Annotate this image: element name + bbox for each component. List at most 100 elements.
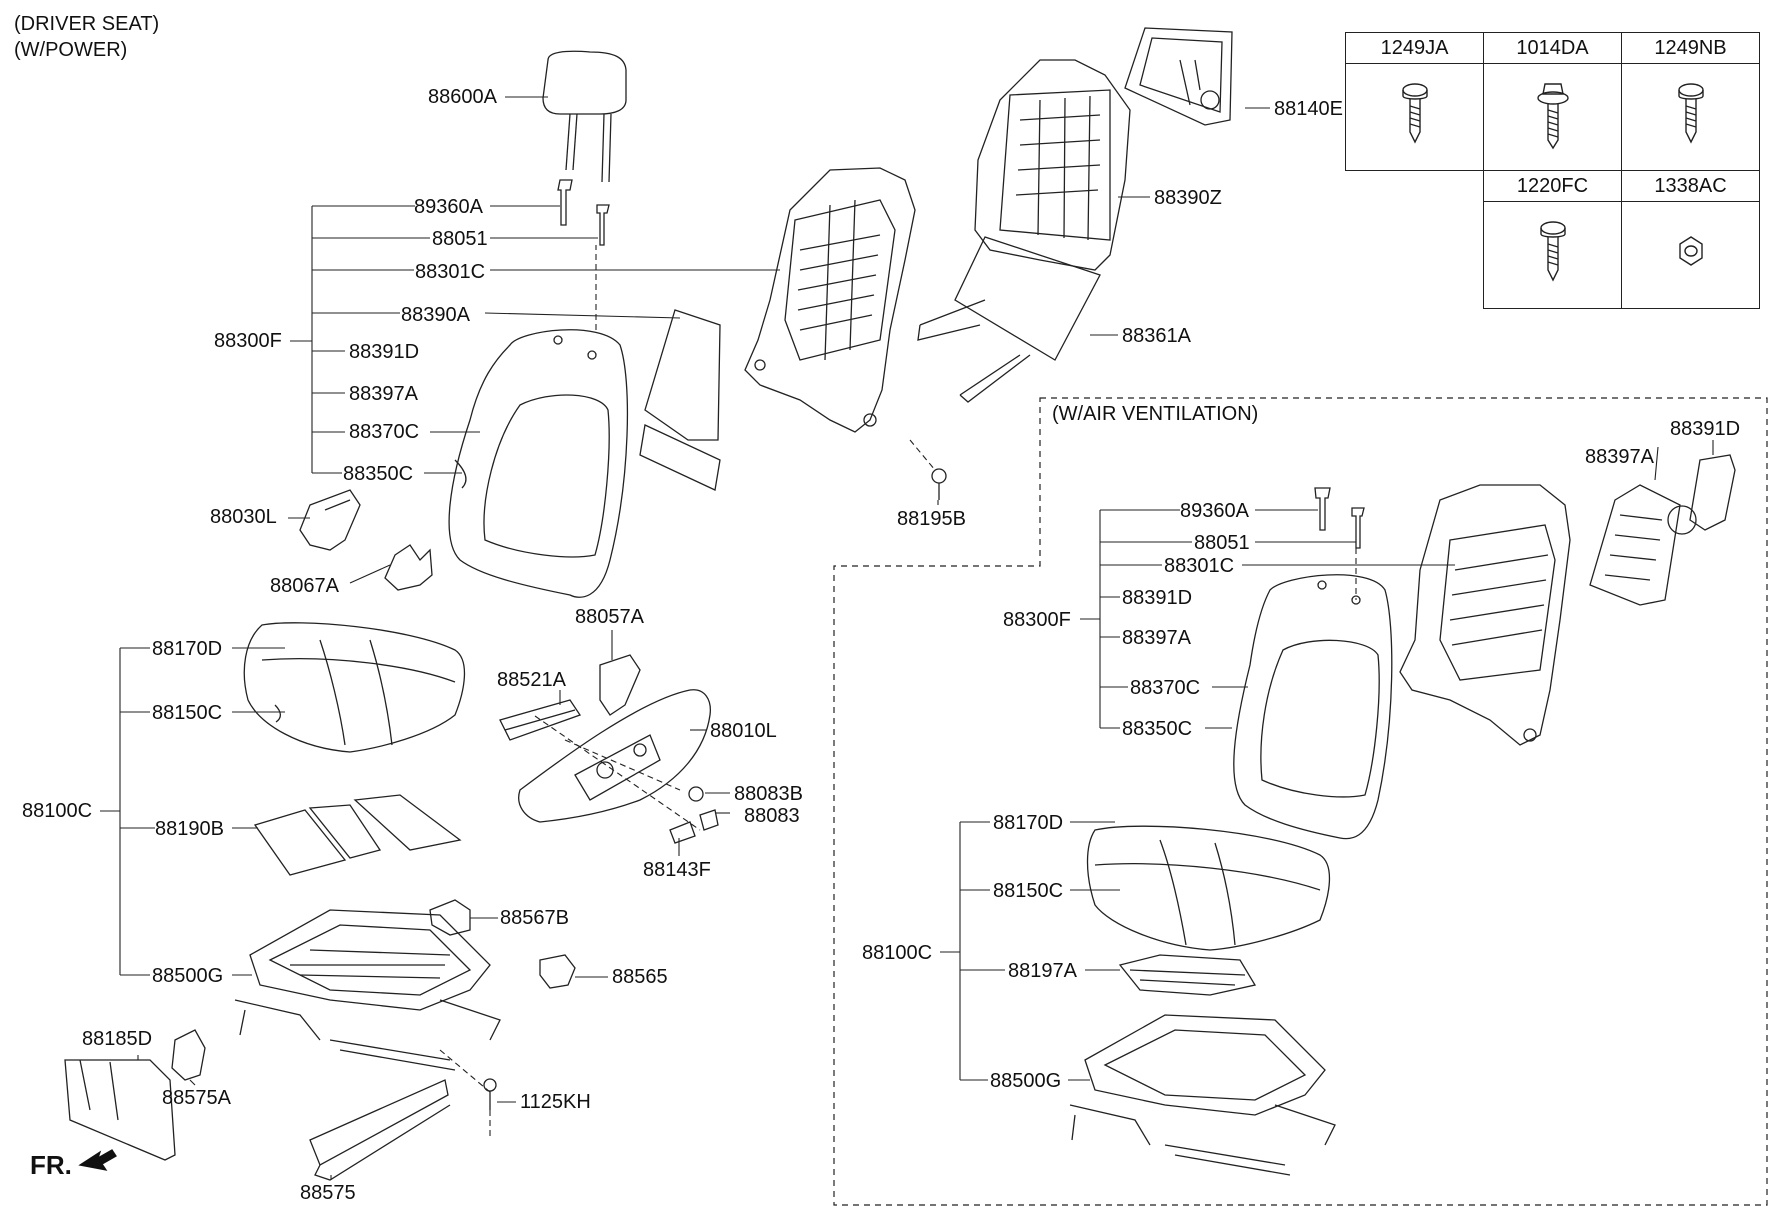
hinge-cover-part — [171, 1029, 206, 1081]
part-label: 88170D — [993, 812, 1064, 834]
headrest-part — [542, 50, 627, 183]
part-label: 88575A — [162, 1087, 231, 1109]
cover-clip-part — [429, 899, 576, 989]
part-label: 88370C — [349, 421, 420, 443]
fastener-code: 1014DA — [1483, 32, 1622, 64]
track-cover-part — [309, 1079, 451, 1181]
part-label: 88185D — [82, 1028, 153, 1050]
part-label: 88391D — [1122, 587, 1193, 609]
part-label: 88150C — [993, 880, 1064, 902]
side-shield-part — [518, 689, 711, 823]
screw-flanged-icon — [1677, 83, 1704, 144]
part-label: 88300F — [1003, 609, 1071, 631]
part-label: 88391D — [349, 341, 420, 363]
seatback-rear-cover-part — [974, 59, 1131, 271]
fastener-code: 1338AC — [1621, 170, 1760, 202]
headrest-guide-part — [557, 179, 610, 246]
part-label: 88567B — [500, 907, 569, 929]
leader-lines — [100, 96, 1270, 1180]
bolt-washer-icon — [1536, 83, 1569, 150]
bracket-part — [384, 544, 433, 591]
part-label: 88140E — [1274, 98, 1343, 120]
vent-pad-part — [1589, 484, 1681, 606]
part-label: 88057A — [575, 606, 644, 628]
part-label: 88300F — [214, 330, 282, 352]
seat-cushion-part — [243, 622, 466, 753]
seatback-cushion-part — [448, 329, 629, 598]
part-label: 88030L — [210, 506, 277, 528]
vent-fan-part — [1667, 454, 1736, 535]
fastener-cell — [1483, 201, 1622, 309]
table-blank-cell — [1346, 202, 1484, 309]
part-label: 88170D — [152, 638, 223, 660]
part-label: 88390Z — [1154, 187, 1222, 209]
vent-seatback-frame-part — [1399, 484, 1571, 746]
front-marker: FR. — [30, 1150, 72, 1180]
fastener-cell — [1345, 63, 1484, 171]
fastener-code: 1249JA — [1345, 32, 1484, 64]
part-label: 88397A — [349, 383, 418, 405]
screw-flanged-icon — [1539, 221, 1566, 282]
part-label: 88083 — [744, 805, 800, 827]
screw-flanged-icon — [1401, 83, 1428, 144]
part-label: 88083B — [734, 783, 803, 805]
bolt-part-88195b — [931, 468, 947, 500]
vent-seatback-cushion-part — [1233, 574, 1393, 840]
part-label: 88197A — [1008, 960, 1077, 982]
part-label: 88391D — [1670, 418, 1741, 440]
part-label: 88143F — [643, 859, 711, 881]
header-driver-seat: (DRIVER SEAT) — [14, 13, 160, 35]
part-label: 1125KH — [520, 1091, 591, 1113]
hex-nut-icon — [1678, 236, 1703, 266]
heater-pad-part — [253, 794, 462, 876]
fastener-table: 1249JA 1014DA 1249NB — [1345, 32, 1760, 309]
part-label: 88361A — [1122, 325, 1191, 347]
part-label: 88350C — [1122, 718, 1193, 740]
fastener-code: 1249NB — [1621, 32, 1760, 64]
part-label: 88067A — [270, 575, 339, 597]
part-label: 88051 — [1194, 532, 1250, 554]
part-label: 88370C — [1130, 677, 1201, 699]
seatback-board-part — [1124, 27, 1233, 126]
part-label: 88397A — [1585, 446, 1654, 468]
vent-headrest-guide-part — [1314, 487, 1365, 549]
ventilation-region-title: (W/AIR VENTILATION) — [1052, 403, 1259, 425]
part-label: 89360A — [1180, 500, 1249, 522]
part-label: 88521A — [497, 669, 566, 691]
front-arrow-icon — [78, 1149, 117, 1171]
part-label: 89360A — [414, 196, 483, 218]
seat-frame-part — [234, 909, 501, 1071]
front-cover-part — [64, 1059, 176, 1161]
seatback-frame-part — [744, 167, 916, 433]
switch-bracket-part — [599, 654, 641, 716]
part-label: 88500G — [990, 1070, 1062, 1092]
part-label: 88500G — [152, 965, 224, 987]
bolt-part — [483, 1078, 497, 1110]
part-label: 88195B — [897, 508, 966, 530]
part-label: 88100C — [862, 942, 933, 964]
part-label: 88600A — [428, 86, 497, 108]
knob-part — [669, 786, 719, 844]
part-label: 88350C — [343, 463, 414, 485]
fastener-cell — [1621, 201, 1760, 309]
header-power: (W/POWER) — [14, 39, 128, 61]
table-blank-cell — [1346, 171, 1484, 202]
part-label: 88301C — [415, 261, 486, 283]
switch-part — [499, 699, 582, 741]
part-label: 88575 — [300, 1182, 356, 1204]
part-label: 88150C — [152, 702, 223, 724]
part-label: 88301C — [1164, 555, 1235, 577]
vent-seat-cushion-part — [1086, 825, 1331, 951]
trim-cover-part — [299, 489, 361, 551]
part-label: 88390A — [401, 304, 470, 326]
part-label: 88397A — [1122, 627, 1191, 649]
part-label: 88190B — [155, 818, 224, 840]
fastener-code: 1220FC — [1483, 170, 1622, 202]
ventilation-region-border — [833, 397, 1768, 1206]
fastener-cell — [1483, 63, 1622, 171]
vent-blower-mat-part — [1118, 954, 1257, 996]
part-label: 88100C — [22, 800, 93, 822]
fastener-cell — [1621, 63, 1760, 171]
back-pad-part — [917, 236, 1101, 403]
seatback-insert-part — [639, 309, 721, 491]
